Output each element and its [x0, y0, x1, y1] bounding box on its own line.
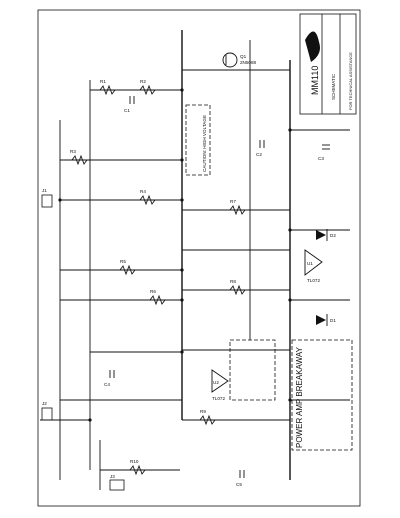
svg-text:R6: R6: [150, 289, 156, 294]
breakaway-label: POWER AMP BREAKAWAY: [295, 346, 304, 448]
svg-text:C3: C3: [318, 156, 324, 161]
svg-text:J2: J2: [42, 401, 47, 406]
connector-j1: J1: [41, 188, 53, 208]
logo-mark: [305, 31, 320, 62]
page-border: [37, 9, 361, 507]
svg-text:2N5088: 2N5088: [240, 60, 257, 65]
svg-text:U2: U2: [213, 380, 219, 385]
mid-section-box: [229, 339, 276, 401]
resistor-r1: R1: [99, 79, 116, 96]
transistor-q1: Q1 2N5088: [222, 52, 257, 68]
capacitor-c3: C3: [318, 144, 330, 161]
svg-text:C4: C4: [104, 382, 110, 387]
resistor-r9: R9: [199, 409, 216, 426]
svg-text:R5: R5: [120, 259, 126, 264]
svg-text:R9: R9: [200, 409, 206, 414]
resistor-r3: R3: [70, 149, 88, 166]
svg-text:Q1: Q1: [240, 54, 247, 59]
svg-text:D2: D2: [330, 233, 336, 238]
connector-j3: J3: [109, 474, 125, 491]
capacitor-c5: C5: [236, 470, 245, 487]
svg-text:D1: D1: [330, 318, 336, 323]
svg-text:R10: R10: [130, 459, 139, 464]
svg-text:TL072: TL072: [307, 278, 320, 283]
model-badge: MM110: [310, 66, 320, 95]
technical-note: FOR TECHNICAL ASSISTANCE: [348, 52, 353, 110]
resistor-r4: R4: [139, 189, 156, 206]
svg-text:C5: C5: [236, 482, 242, 487]
op-amp-u2: U2 TL072: [211, 369, 229, 401]
svg-text:R3: R3: [70, 149, 76, 154]
svg-text:J3: J3: [110, 474, 115, 479]
power-amp-breakaway-box: [291, 339, 353, 451]
svg-text:C1: C1: [124, 108, 130, 113]
svg-text:R8: R8: [230, 279, 236, 284]
svg-text:C2: C2: [256, 152, 262, 157]
svg-text:R2: R2: [140, 79, 146, 84]
resistor-r5: R5: [119, 259, 136, 276]
capacitor-c2: C2: [256, 140, 265, 157]
svg-text:R4: R4: [140, 189, 146, 194]
section-note: CAUTION: HIGH VOLTAGE: [202, 115, 207, 172]
diode-d1: D1: [316, 314, 336, 326]
capacitor-c1: C1: [124, 96, 135, 113]
resistor-r8: R8: [229, 279, 246, 296]
resistor-r2: R2: [139, 79, 156, 96]
diode-d2: D2: [316, 229, 336, 241]
svg-text:R1: R1: [100, 79, 106, 84]
svg-text:TL072: TL072: [212, 396, 225, 401]
corner-note: SCHEMATIC: [331, 73, 336, 100]
svg-text:U1: U1: [307, 261, 313, 266]
resistor-r6: R6: [149, 289, 166, 306]
capacitor-c4: C4: [104, 370, 115, 387]
svg-text:J1: J1: [42, 188, 47, 193]
op-amp-u1: U1 TL072: [304, 249, 323, 283]
preamp-section-box: [185, 104, 211, 176]
connector-j2: J2: [41, 401, 53, 421]
resistor-r10: R10: [129, 459, 146, 476]
power-buses: [59, 30, 291, 480]
junctions: [58, 88, 292, 422]
svg-text:R7: R7: [230, 199, 236, 204]
resistor-r7: R7: [229, 199, 246, 216]
title-block: MM110 SCHEMATIC FOR TECHNICAL ASSISTANCE: [299, 13, 357, 115]
